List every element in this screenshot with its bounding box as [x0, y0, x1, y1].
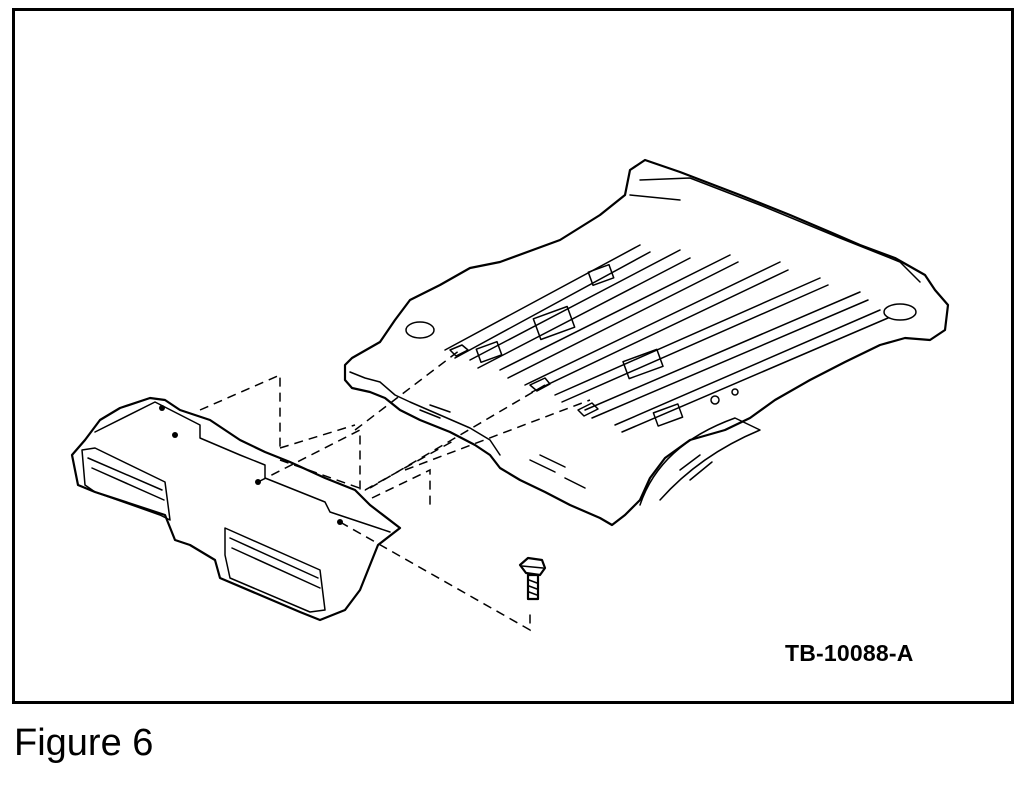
figure-frame	[12, 8, 1014, 704]
crossmember-icon	[70, 396, 402, 622]
alignment-lines	[199, 349, 591, 632]
reference-code: TB-10088-A	[785, 640, 914, 666]
figure-caption: Figure 6	[14, 722, 154, 764]
floor-pan-icon	[343, 158, 950, 527]
bolt-icon	[518, 556, 547, 601]
